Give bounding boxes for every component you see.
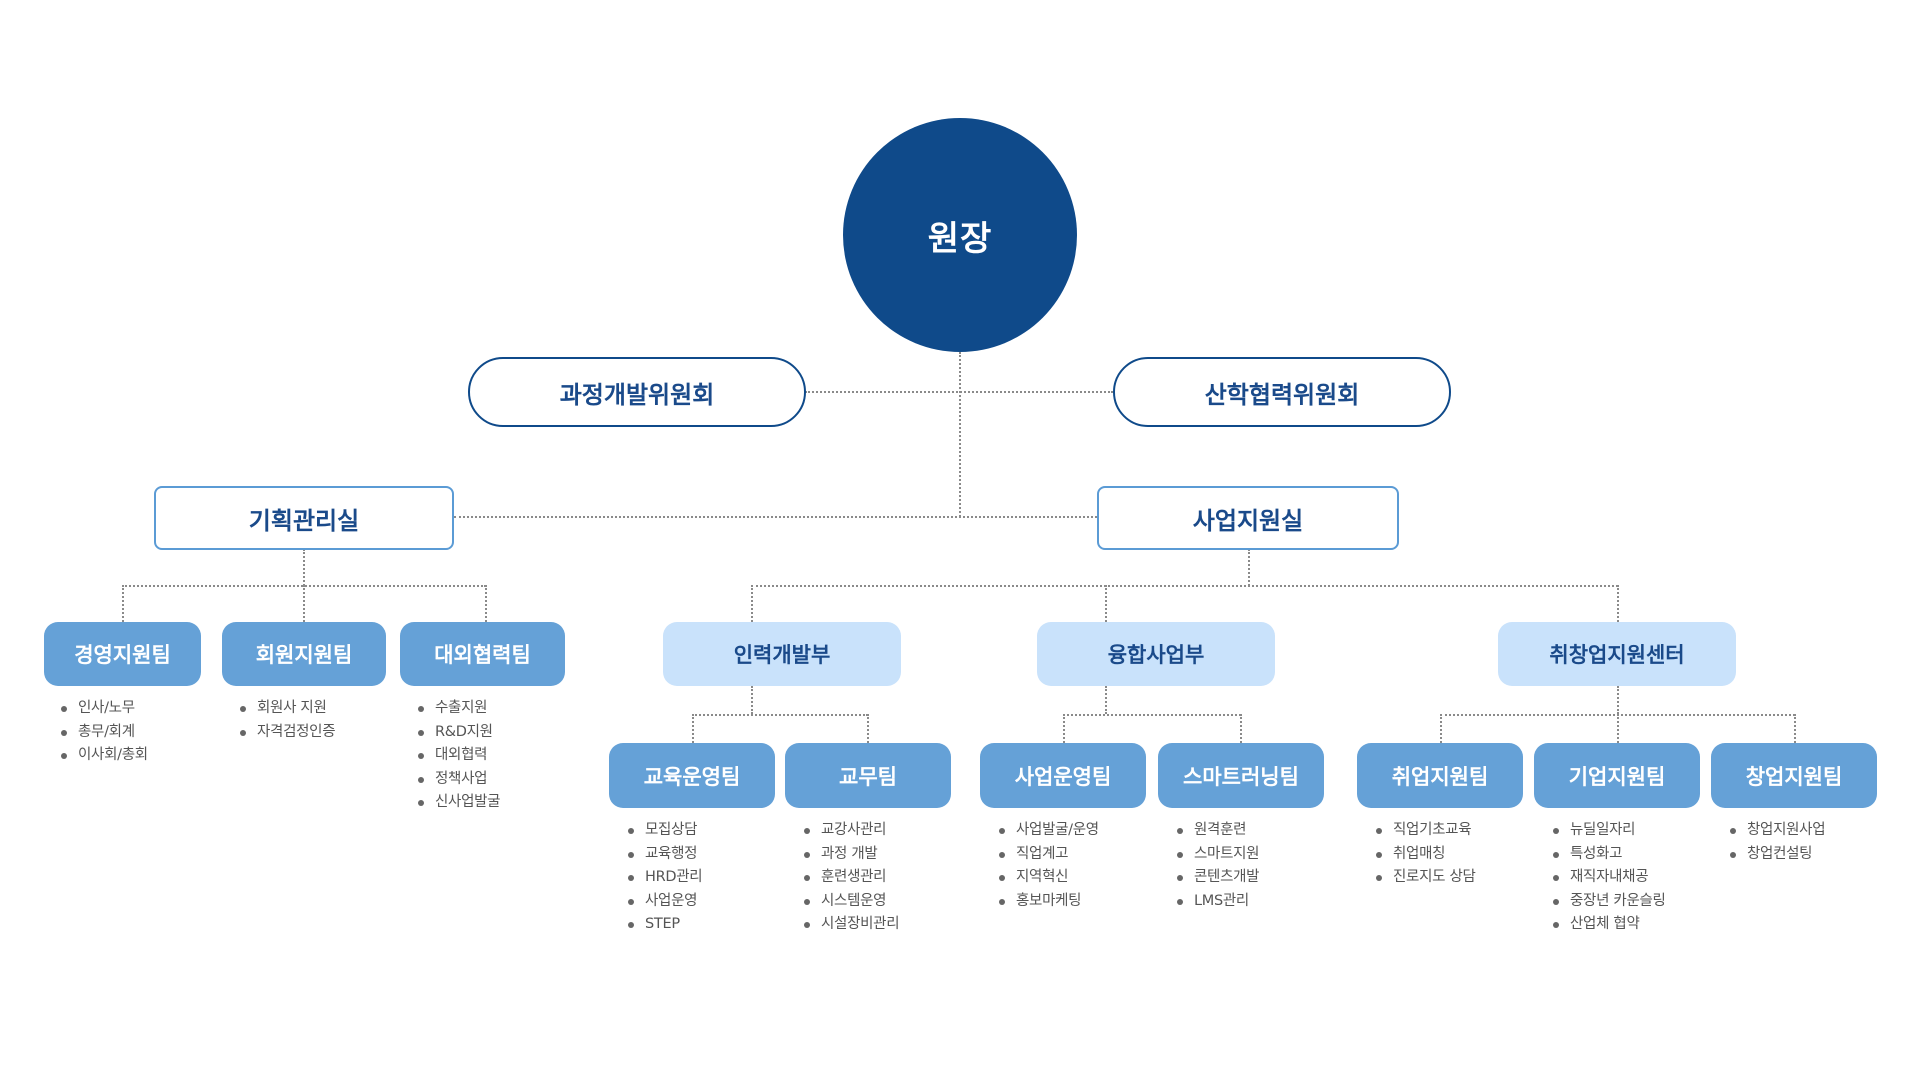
duty-item: 특성화고 — [1549, 843, 1666, 867]
duty-item: 과정 개발 — [800, 843, 899, 867]
duty-item: HRD관리 — [624, 866, 703, 890]
duty-item: 취업매칭 — [1372, 843, 1476, 867]
duty-item: 모집상담 — [624, 819, 702, 843]
duty-item: 교육행정 — [624, 843, 702, 867]
duty-item: 중장년 카운슬링 — [1549, 890, 1666, 914]
team-education-operation: 교육운영팀 — [609, 743, 775, 808]
duty-item: 직업기초교육 — [1372, 819, 1476, 843]
duty-item: 사업발굴/운영 — [995, 819, 1099, 843]
connector-business-down — [1248, 549, 1250, 586]
duty-item: 훈련생관리 — [800, 866, 899, 890]
duty-item: 수출지원 — [414, 697, 500, 721]
connector-team-2 — [303, 585, 305, 622]
duty-item: 시설장비관리 — [800, 913, 900, 937]
duty-list: 사업발굴/운영 직업계고 지역혁신 홍보마케팅 — [995, 819, 1099, 913]
duty-item: LMS관리 — [1173, 890, 1259, 914]
connector-div2-team2 — [1240, 714, 1242, 743]
connector-div3-team2 — [1617, 714, 1619, 743]
duty-item: 스마트지원 — [1173, 843, 1260, 867]
duty-item: 인사/노무 — [57, 697, 148, 721]
duty-item: 정책사업 — [414, 768, 500, 792]
duty-item: 시스템운영 — [800, 890, 899, 914]
duty-item: 회원사 지원 — [236, 697, 335, 721]
duty-item: 진로지도 상담 — [1372, 866, 1476, 890]
connector-div2-teams — [1063, 714, 1241, 716]
connector-div1-team1 — [692, 714, 694, 743]
connector-divisions — [751, 585, 1618, 587]
duty-list: 창업지원사업 창업컨설팅 — [1726, 819, 1826, 867]
duty-item: 원격훈련 — [1173, 819, 1259, 843]
office-business: 사업지원실 — [1097, 486, 1399, 550]
ceo-node: 원장 — [843, 118, 1077, 352]
duty-item: 재직자내채공 — [1549, 866, 1666, 890]
connector-planning-down — [303, 549, 305, 586]
duty-list: 직업기초교육 취업매칭 진로지도 상담 — [1372, 819, 1476, 890]
team-member-support: 회원지원팀 — [222, 622, 386, 686]
duty-list: 수출지원 R&D지원 대외협력 정책사업 신사업발굴 — [414, 697, 501, 815]
connector-division-1 — [751, 585, 753, 622]
duty-list: 모집상담 교육행정 HRD관리 사업운영 STEP — [624, 819, 703, 937]
connector-division-2 — [1105, 585, 1107, 622]
team-external-cooperation: 대외협력팀 — [400, 622, 565, 686]
office-planning: 기획관리실 — [154, 486, 454, 550]
division-convergence-business: 융합사업부 — [1037, 622, 1275, 686]
team-academic-affairs: 교무팀 — [785, 743, 951, 808]
duty-item: 창업컨설팅 — [1726, 843, 1825, 867]
connector-offices — [454, 516, 1097, 518]
duty-item: 지역혁신 — [995, 866, 1099, 890]
connector-trunk — [959, 352, 961, 517]
team-business-operation: 사업운영팀 — [980, 743, 1146, 808]
duty-item: 대외협력 — [414, 744, 500, 768]
duty-item: 교강사관리 — [800, 819, 899, 843]
duty-item: 신사업발굴 — [414, 791, 501, 815]
duty-list: 교강사관리 과정 개발 훈련생관리 시스템운영 시설장비관리 — [800, 819, 900, 937]
committee-industry-academia: 산학협력위원회 — [1113, 357, 1451, 427]
duty-list: 뉴딜일자리 특성화고 재직자내채공 중장년 카운슬링 산업체 협약 — [1549, 819, 1666, 937]
team-management-support: 경영지원팀 — [44, 622, 201, 686]
duty-item: STEP — [624, 913, 702, 937]
connector-div3-team3 — [1794, 714, 1796, 743]
connector-div1-teams — [692, 714, 868, 716]
team-smart-learning: 스마트러닝팀 — [1158, 743, 1324, 808]
duty-item: 뉴딜일자리 — [1549, 819, 1666, 843]
connector-div3-down — [1617, 686, 1619, 714]
connector-div1-down — [751, 686, 753, 714]
connector-team-3 — [485, 585, 487, 622]
duty-item: 총무/회계 — [57, 721, 148, 745]
connector-team-1 — [122, 585, 124, 622]
connector-div2-down — [1105, 686, 1107, 714]
duty-list: 원격훈련 스마트지원 콘텐츠개발 LMS관리 — [1173, 819, 1260, 914]
team-enterprise-support: 기업지원팀 — [1534, 743, 1700, 808]
team-startup-support: 창업지원팀 — [1711, 743, 1877, 808]
duty-item: 콘텐츠개발 — [1173, 866, 1260, 890]
duty-item: 자격검정인증 — [236, 721, 336, 745]
duty-item: 직업계고 — [995, 843, 1099, 867]
duty-list: 회원사 지원 자격검정인증 — [236, 697, 336, 745]
connector-committees — [805, 391, 1113, 393]
team-employment-support: 취업지원팀 — [1357, 743, 1523, 808]
duty-item: 이사회/총회 — [57, 744, 148, 768]
duty-item: 산업체 협약 — [1549, 913, 1666, 937]
duty-item: 사업운영 — [624, 890, 702, 914]
duty-item: 창업지원사업 — [1726, 819, 1826, 843]
connector-div3-team1 — [1440, 714, 1442, 743]
connector-div2-team1 — [1063, 714, 1065, 743]
connector-division-3 — [1617, 585, 1619, 622]
committee-curriculum: 과정개발위원회 — [468, 357, 806, 427]
division-employment-startup-center: 취창업지원센터 — [1498, 622, 1736, 686]
connector-div1-team2 — [867, 714, 869, 743]
division-hr-development: 인력개발부 — [663, 622, 901, 686]
duty-item: R&D지원 — [414, 721, 500, 745]
duty-list: 인사/노무 총무/회계 이사회/총회 — [57, 697, 148, 768]
duty-item: 홍보마케팅 — [995, 890, 1099, 914]
